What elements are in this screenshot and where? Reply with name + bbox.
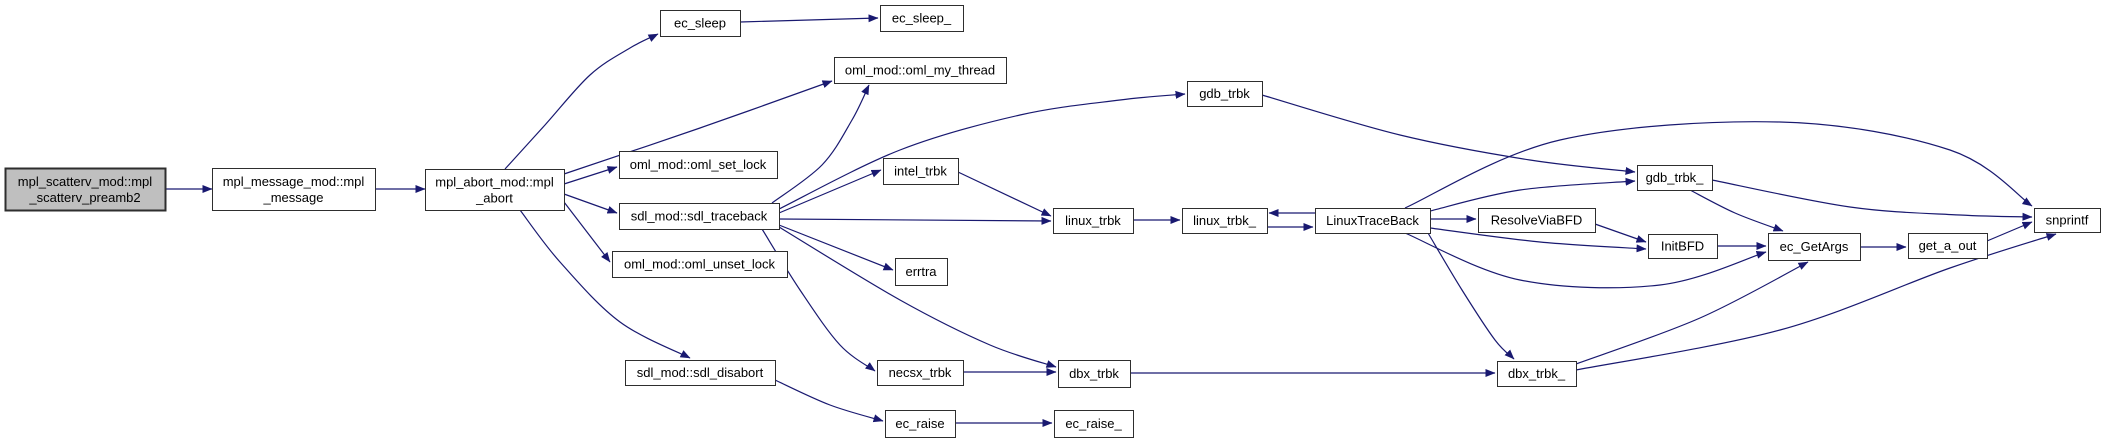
edge-gdb_trbk_-ec_GetArgs xyxy=(1689,189,1784,232)
node-ec_GetArgs[interactable]: ec_GetArgs xyxy=(1768,233,1861,261)
edge-ResolveViaBFD-InitBFD xyxy=(1594,223,1647,243)
node-oml_my_thread[interactable]: oml_mod::oml_my_thread xyxy=(834,57,1007,84)
node-label: errtra xyxy=(905,264,937,279)
node-label: snprintf xyxy=(2046,213,2089,228)
node-mpl_abort[interactable]: mpl_abort_mod::mpl_abort xyxy=(425,169,565,211)
edge-sdl_traceback-linux_trbk xyxy=(778,216,1052,225)
node-intel_trbk[interactable]: intel_trbk xyxy=(883,158,959,185)
node-label: intel_trbk xyxy=(894,164,947,179)
node-label: ec_GetArgs xyxy=(1780,239,1849,254)
node-label: ec_raise xyxy=(895,416,944,431)
edge-LinuxTraceBack-snprintf xyxy=(1404,121,2033,209)
node-label-line2: _abort xyxy=(475,191,513,206)
edge-LinuxTraceBack-dbx_trbk_ xyxy=(1427,232,1515,360)
node-ResolveViaBFD[interactable]: ResolveViaBFD xyxy=(1478,208,1596,233)
node-label-line1: mpl_scatterv_mod::mpl xyxy=(18,174,152,189)
node-linux_trbk[interactable]: linux_trbk xyxy=(1053,208,1134,234)
node-label: ec_sleep_ xyxy=(892,11,952,26)
node-gdb_trbk[interactable]: gdb_trbk xyxy=(1187,81,1263,107)
node-label: ec_sleep xyxy=(674,16,726,31)
edge-sdl_traceback-intel_trbk xyxy=(778,169,882,214)
edge-sdl_traceback-oml_my_thread xyxy=(771,84,870,204)
node-label: sdl_mod::sdl_traceback xyxy=(631,209,768,224)
edge-gdb_trbk_-snprintf xyxy=(1711,179,2033,221)
edge-LinuxTraceBack-InitBFD xyxy=(1429,227,1647,253)
node-necsx_trbk[interactable]: necsx_trbk xyxy=(877,360,964,386)
edge-LinuxTraceBack-ec_GetArgs xyxy=(1404,232,1767,289)
node-label-line1: mpl_abort_mod::mpl xyxy=(435,175,554,190)
edge-sdl_traceback-dbx_trbk xyxy=(778,226,1057,368)
node-label: ec_raise_ xyxy=(1065,416,1122,431)
edge-sdl_traceback-gdb_trbk xyxy=(778,90,1186,210)
node-gdb_trbk_[interactable]: gdb_trbk_ xyxy=(1637,165,1713,191)
edge-mpl_abort-oml_my_thread xyxy=(563,80,833,175)
edge-mpl_abort-oml_set_lock xyxy=(563,166,618,185)
node-label: oml_mod::oml_set_lock xyxy=(630,157,767,172)
node-dbx_trbk_[interactable]: dbx_trbk_ xyxy=(1497,361,1577,387)
node-ec_sleep[interactable]: ec_sleep xyxy=(660,10,741,37)
node-ec_raise[interactable]: ec_raise xyxy=(885,410,956,438)
node-oml_unset_lock[interactable]: oml_mod::oml_unset_lock xyxy=(612,251,788,278)
node-label: linux_trbk_ xyxy=(1193,213,1257,228)
node-sdl_traceback[interactable]: sdl_mod::sdl_traceback xyxy=(619,203,780,230)
node-label: InitBFD xyxy=(1661,239,1704,254)
edge-sdl_traceback-errtra xyxy=(778,224,894,271)
node-ec_sleep_[interactable]: ec_sleep_ xyxy=(880,5,964,32)
edge-mpl_abort-ec_sleep xyxy=(504,33,659,170)
edge-mpl_abort-sdl_traceback xyxy=(563,193,618,214)
node-LinuxTraceBack[interactable]: LinuxTraceBack xyxy=(1315,208,1431,234)
node-label: dbx_trbk xyxy=(1069,366,1119,381)
node-label: ResolveViaBFD xyxy=(1491,213,1583,228)
node-label-line2: _message xyxy=(263,190,324,205)
node-label: linux_trbk xyxy=(1065,213,1121,228)
node-snprintf[interactable]: snprintf xyxy=(2034,208,2101,233)
node-label-line1: mpl_message_mod::mpl xyxy=(223,174,365,189)
node-label: oml_mod::oml_unset_lock xyxy=(624,257,776,272)
edge-sdl_traceback-necsx_trbk xyxy=(761,228,876,372)
edge-intel_trbk-linux_trbk xyxy=(957,171,1052,217)
edge-sdl_disabort-ec_raise xyxy=(774,379,884,423)
node-ec_raise_[interactable]: ec_raise_ xyxy=(1054,410,1134,438)
node-label: sdl_mod::sdl_disabort xyxy=(637,365,764,380)
edge-dbx_trbk_-ec_GetArgs xyxy=(1575,261,1809,365)
edge-mpl_abort-sdl_disabort xyxy=(519,209,691,359)
node-label: gdb_trbk xyxy=(1199,86,1250,101)
node-label: necsx_trbk xyxy=(889,365,952,380)
edge-mpl_abort-oml_unset_lock xyxy=(563,201,611,263)
edge-get_a_out-snprintf xyxy=(1986,221,2033,242)
node-linux_trbk_[interactable]: linux_trbk_ xyxy=(1182,208,1268,234)
node-label-line2: _scatterv_preamb2 xyxy=(28,190,140,205)
node-label: LinuxTraceBack xyxy=(1326,213,1419,228)
node-get_a_out[interactable]: get_a_out xyxy=(1908,233,1988,259)
node-preamb2: mpl_scatterv_mod::mpl_scatterv_preamb2 xyxy=(4,167,167,212)
node-sdl_disabort[interactable]: sdl_mod::sdl_disabort xyxy=(625,360,776,386)
node-label: oml_mod::oml_my_thread xyxy=(845,63,995,78)
node-InitBFD[interactable]: InitBFD xyxy=(1648,234,1718,259)
node-oml_set_lock[interactable]: oml_mod::oml_set_lock xyxy=(619,151,778,179)
node-label: get_a_out xyxy=(1919,238,1977,253)
edge-LinuxTraceBack-gdb_trbk_ xyxy=(1429,177,1636,212)
node-errtra[interactable]: errtra xyxy=(895,258,948,286)
node-dbx_trbk[interactable]: dbx_trbk xyxy=(1058,360,1131,388)
node-label: gdb_trbk_ xyxy=(1646,170,1705,185)
edge-dbx_trbk_-snprintf xyxy=(1575,233,2057,371)
edge-gdb_trbk-gdb_trbk_ xyxy=(1261,94,1636,175)
node-mpl_message[interactable]: mpl_message_mod::mpl_message xyxy=(212,168,376,211)
node-label: dbx_trbk_ xyxy=(1508,366,1566,381)
edge-ec_sleep-ec_sleep_ xyxy=(739,14,879,23)
